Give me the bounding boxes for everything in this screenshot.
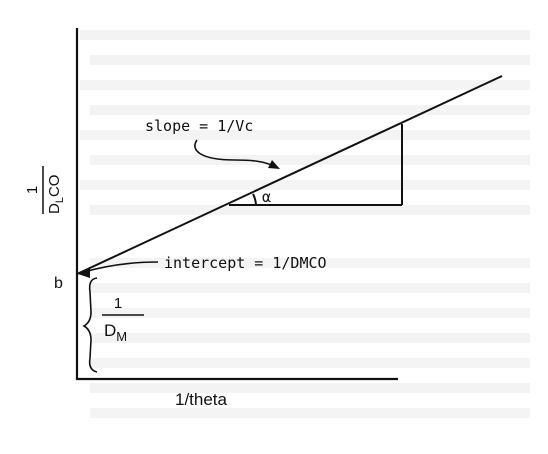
dm-subscript: M bbox=[116, 329, 127, 344]
angle-arc bbox=[252, 193, 257, 206]
x-axis-label: 1/theta bbox=[175, 390, 228, 409]
y-label-numerator: 1 bbox=[24, 186, 41, 194]
slope-label: slope = 1/Vc bbox=[145, 117, 253, 135]
y-label-subscript: L bbox=[54, 197, 66, 203]
dm-brace bbox=[82, 277, 98, 373]
axes bbox=[75, 28, 398, 381]
y-label-denominator-group: DLCO bbox=[46, 175, 66, 214]
slope-arrow bbox=[194, 139, 280, 169]
dm-numerator: 1 bbox=[114, 295, 122, 312]
dm-denominator-group: DM bbox=[104, 321, 127, 344]
background-texture bbox=[80, 30, 530, 418]
slope-triangle bbox=[229, 124, 403, 206]
dm-fraction: 1 DM bbox=[102, 295, 144, 344]
intercept-arrow bbox=[78, 261, 159, 278]
angle-label: α bbox=[262, 188, 271, 206]
dm-denominator: D bbox=[104, 321, 116, 340]
regression-line bbox=[76, 75, 503, 275]
b-label: b bbox=[54, 275, 63, 292]
y-label-denominator: D bbox=[46, 203, 63, 214]
intercept-label: intercept = 1/DMCO bbox=[164, 254, 327, 272]
y-label-suffix: CO bbox=[46, 175, 63, 198]
y-axis-label: 1 DLCO bbox=[24, 166, 66, 214]
